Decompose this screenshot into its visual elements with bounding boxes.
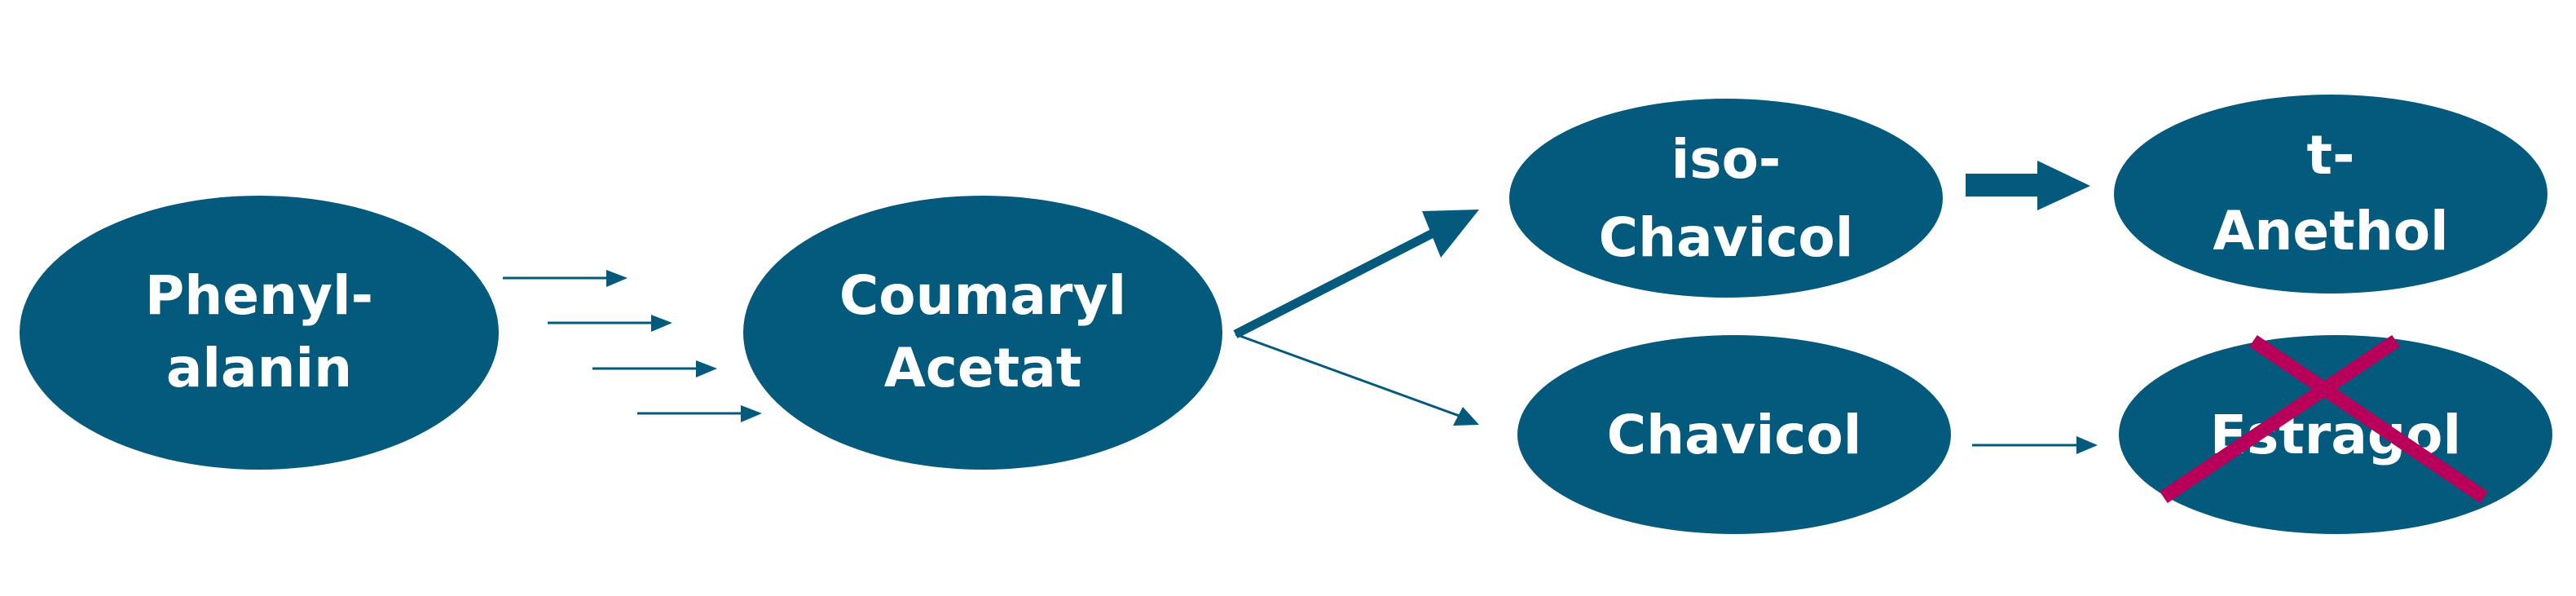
node-coumaryl-acetat-label-line-1: Coumaryl [839, 264, 1126, 327]
node-chavicol-label: Chavicol [1607, 404, 1862, 466]
node-phenylalanin-shape [20, 196, 499, 470]
node-phenylalanin-label-line-1: Phenyl- [145, 264, 373, 327]
cross-out-mark [2160, 334, 2488, 504]
node-iso-chavicol-shape [1509, 99, 1943, 298]
node-t-anethol-label-line-2: Anethol [2213, 200, 2448, 263]
edge-chavicol-to-estragol [1972, 436, 2098, 454]
node-t-anethol-shape [2114, 95, 2547, 294]
node-estragol-shape [2119, 335, 2552, 534]
arrow-shaft [1233, 224, 1445, 338]
edge-phenylalanin-to-coumaryl-acetat [503, 270, 762, 422]
multi-step-arrow [592, 360, 717, 377]
node-estragol: Estragol [2119, 334, 2552, 534]
multi-step-arrow [548, 315, 672, 332]
edge-coumaryl-acetat-to-iso-chavicol [1233, 210, 1479, 338]
arrow-head [741, 405, 762, 422]
node-t-anethol: t- Anethol [2114, 95, 2547, 294]
block-arrow [1966, 161, 2090, 210]
arrow-head [606, 270, 627, 287]
node-phenylalanin-label-line-2: alanin [166, 337, 352, 400]
arrow-head [651, 315, 672, 332]
edge-coumaryl-acetat-to-chavicol [1235, 333, 1479, 426]
node-iso-chavicol-label-line-2: Chavicol [1599, 206, 1854, 269]
arrow-head [1453, 407, 1479, 426]
node-phenylalanin: Phenyl- alanin [20, 196, 499, 470]
edge-iso-chavicol-to-t-anethol [1966, 161, 2090, 210]
node-chavicol: Chavicol [1517, 335, 1951, 534]
node-coumaryl-acetat-shape [743, 196, 1222, 470]
cross-out-stroke-1 [2249, 334, 2488, 504]
cross-out-stroke-2 [2160, 334, 2400, 504]
node-t-anethol-label-line-1: t- [2307, 124, 2355, 187]
node-iso-chavicol: iso- Chavicol [1509, 99, 1943, 298]
arrow-head [2076, 436, 2098, 454]
node-iso-chavicol-label-line-1: iso- [1671, 128, 1781, 191]
arrow-head [696, 360, 717, 377]
node-coumaryl-acetat-label-line-2: Acetat [884, 337, 1082, 400]
arrow-head [1422, 210, 1479, 258]
node-chavicol-shape [1517, 335, 1951, 534]
multi-step-arrow [637, 405, 762, 422]
node-coumaryl-acetat: Coumaryl Acetat [743, 196, 1222, 470]
arrow-shaft [1235, 333, 1464, 419]
multi-step-arrow [503, 270, 627, 287]
